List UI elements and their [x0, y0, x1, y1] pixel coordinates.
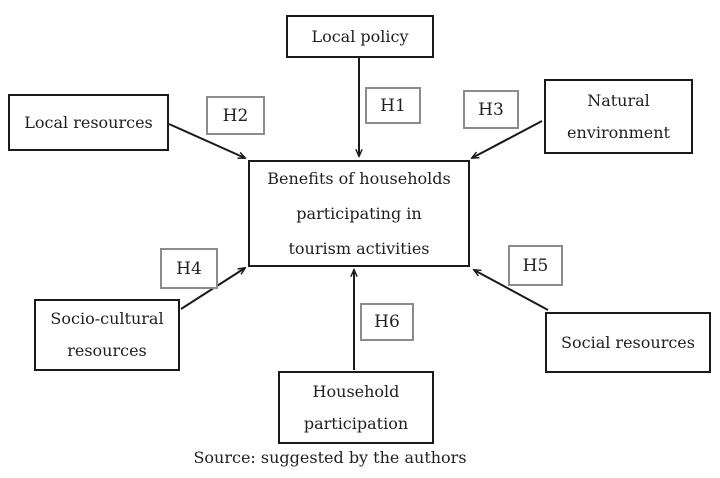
node-household-participation: Household participation [278, 371, 434, 444]
hypothesis-label-h2: H2 [206, 96, 265, 135]
node-household-participation-label: Household participation [303, 381, 409, 433]
node-social-resources-label: Social resources [561, 332, 695, 352]
node-natural-environment-label: Natural environment [567, 90, 670, 142]
node-socio-cultural-resources: Socio-cultural resources [34, 299, 180, 371]
hypothesis-label-h3: H3 [463, 90, 519, 129]
hypothesis-h3-text: H3 [478, 99, 504, 120]
source-caption: Source: suggested by the authors [193, 448, 467, 467]
node-center-benefits: Benefits of households participating in … [248, 160, 470, 267]
node-local-policy: Local policy [286, 15, 434, 58]
node-local-policy-label: Local policy [311, 26, 409, 46]
node-social-resources: Social resources [545, 312, 711, 373]
hypothesis-label-h6: H6 [360, 303, 414, 341]
hypothesis-h5-text: H5 [522, 255, 549, 276]
hypothesis-h4-text: H4 [176, 258, 202, 279]
hypothesis-label-h5: H5 [508, 245, 563, 286]
hypothesis-h1-text: H1 [380, 95, 406, 116]
hypothesis-h6-text: H6 [374, 312, 400, 332]
node-local-resources: Local resources [8, 94, 169, 151]
node-socio-cultural-resources-label: Socio-cultural resources [50, 309, 164, 360]
node-natural-environment: Natural environment [544, 79, 693, 154]
hypothesis-h2-text: H2 [222, 105, 249, 126]
hypothesis-label-h4: H4 [160, 248, 218, 289]
node-local-resources-label: Local resources [24, 112, 153, 132]
hypothesis-label-h1: H1 [365, 87, 421, 124]
node-center-benefits-label: Benefits of households participating in … [267, 169, 451, 258]
